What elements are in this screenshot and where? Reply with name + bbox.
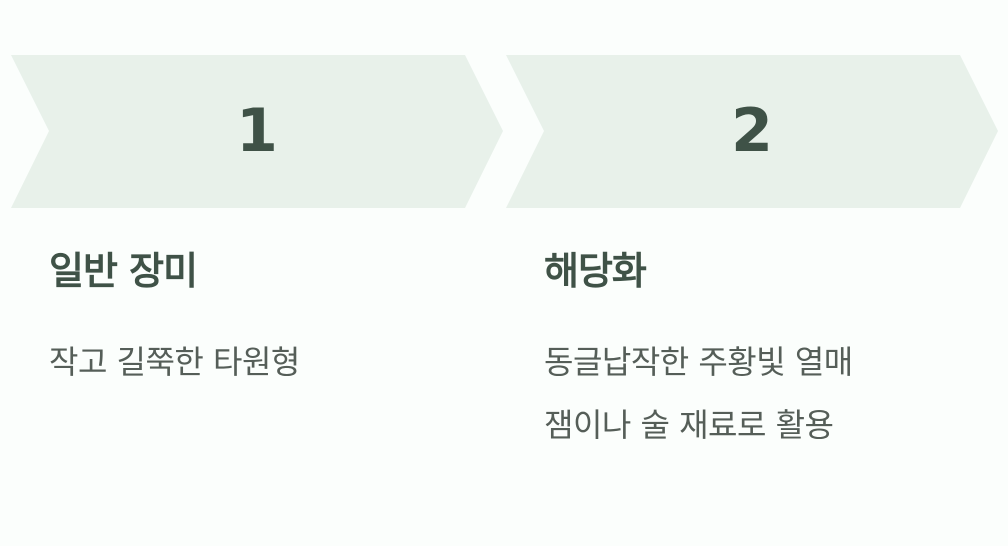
- chevron-arrow-shape: [506, 55, 998, 208]
- step-1-description: 작고 길쭉한 타원형: [49, 320, 300, 405]
- step-2-line-1: 동글납작한 주황빛 열매: [544, 343, 853, 381]
- step-1-number: 1: [236, 96, 278, 166]
- step-2: 2 해당화 동글납작한 주황빛 열매 잼이나 술 재료로 활용: [506, 55, 998, 444]
- step-2-line-2: 잼이나 술 재료로 활용: [544, 406, 834, 444]
- step-2-title: 해당화: [544, 249, 647, 293]
- step-1: 1 일반 장미 작고 길쭉한 타원형: [11, 55, 503, 381]
- step-2-chevron: 2: [506, 55, 998, 208]
- step-1-title: 일반 장미: [49, 249, 198, 293]
- step-1-chevron: 1: [11, 55, 503, 208]
- step-2-number: 2: [731, 96, 773, 166]
- step-2-description: 동글납작한 주황빛 열매 잼이나 술 재료로 활용: [544, 320, 853, 468]
- step-1-line-1: 작고 길쭉한 타원형: [49, 343, 300, 381]
- chevron-arrow-shape: [11, 55, 503, 208]
